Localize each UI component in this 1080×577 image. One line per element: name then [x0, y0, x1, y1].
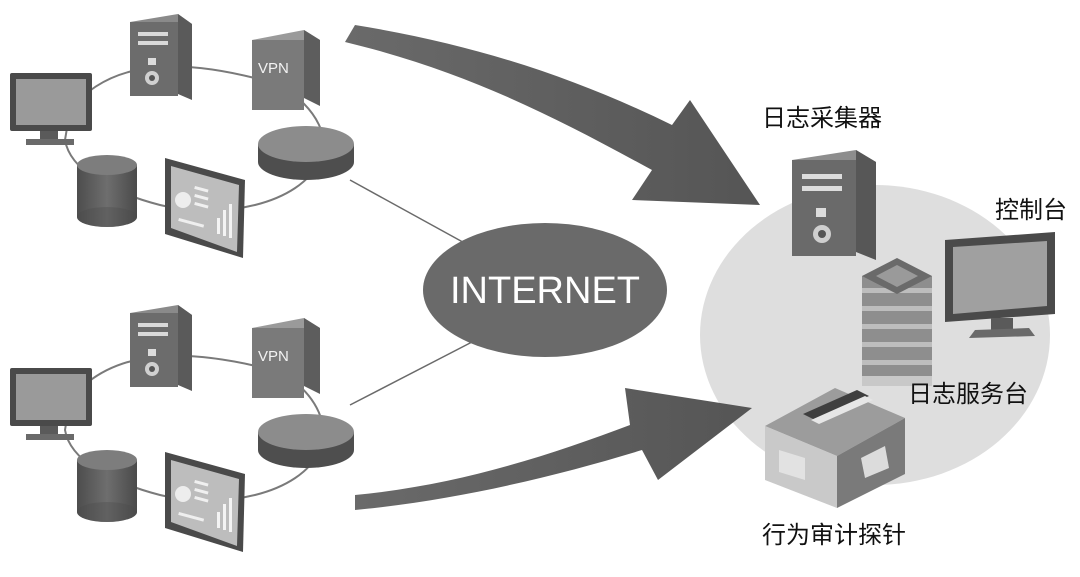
bottom-vpn-label: VPN — [258, 348, 289, 365]
top-monitor-icon — [10, 73, 92, 145]
internet-node: INTERNET — [423, 223, 667, 357]
top-vpn-icon: VPN — [252, 30, 320, 110]
bottom-monitor-icon — [10, 368, 92, 440]
audit-probe-icon — [765, 388, 905, 508]
log-server-stack-icon — [862, 258, 932, 386]
link-top-network — [349, 179, 471, 247]
bottom-server-icon — [130, 305, 192, 391]
top-dashboard-icon — [165, 158, 245, 258]
console-monitor-icon — [945, 232, 1055, 338]
top-router-icon — [258, 126, 354, 180]
audit-probe-label: 行为审计探针 — [762, 521, 906, 549]
bottom-flow-arrow — [355, 388, 752, 510]
top-network-group: VPN — [10, 14, 354, 258]
log-collector-label: 日志采集器 — [762, 104, 882, 132]
console-label: 控制台 — [995, 196, 1067, 224]
bottom-network-group: VPN — [10, 305, 354, 552]
bottom-router-icon — [258, 414, 354, 468]
log-collector-icon — [792, 150, 876, 260]
top-server-icon — [130, 14, 192, 100]
link-bottom-network — [349, 341, 473, 406]
internet-label: INTERNET — [450, 270, 640, 312]
bottom-database-icon — [77, 450, 137, 522]
top-flow-arrow — [345, 25, 760, 205]
top-vpn-label: VPN — [258, 60, 289, 77]
bottom-vpn-icon: VPN — [252, 318, 320, 398]
top-database-icon — [77, 155, 137, 227]
log-server-label: 日志服务台 — [908, 380, 1028, 408]
bottom-dashboard-icon — [165, 452, 245, 552]
